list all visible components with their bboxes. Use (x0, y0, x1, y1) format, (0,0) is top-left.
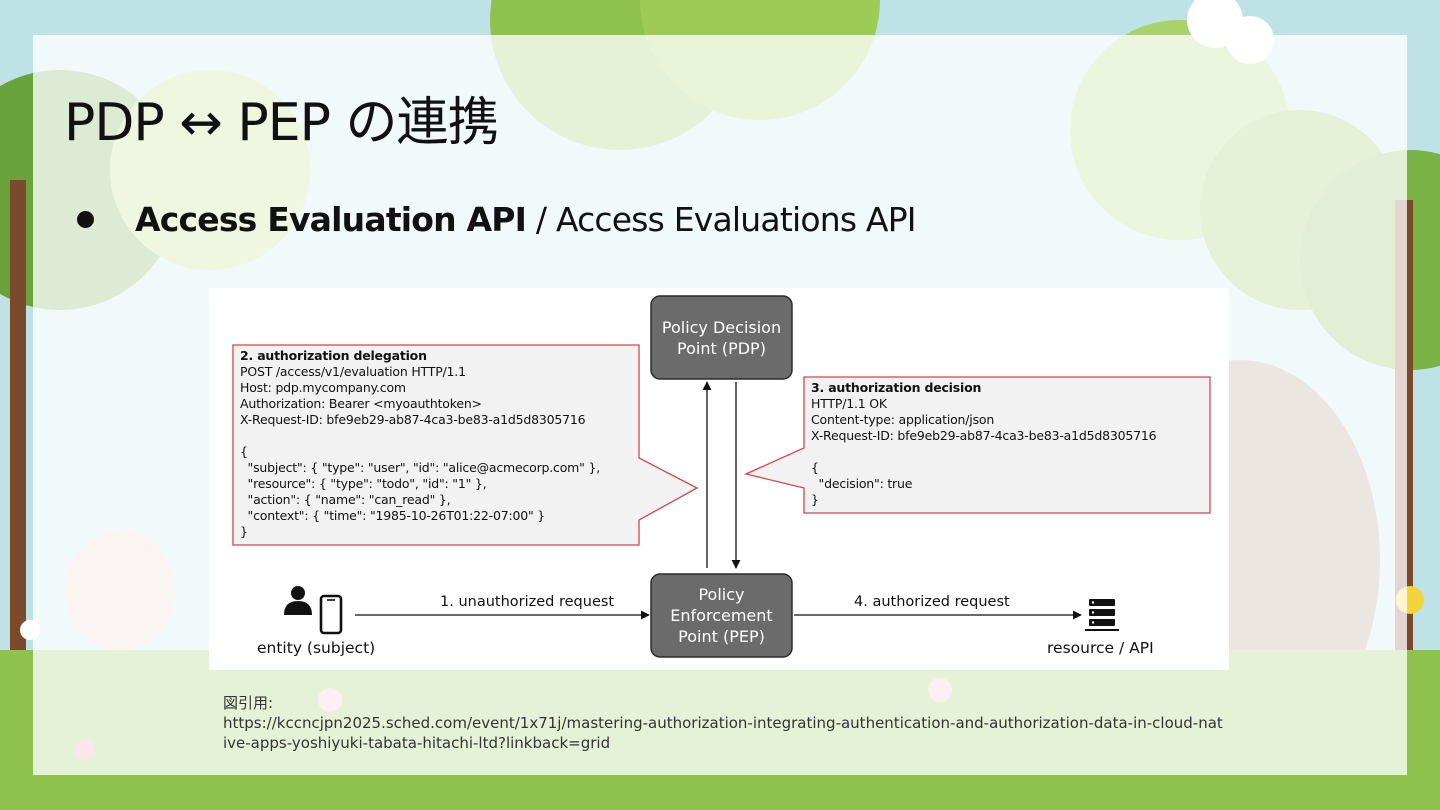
pep-label: Policy Enforcement Point (PEP) (670, 585, 773, 646)
pdp-box (650, 295, 793, 380)
source-prefix: 図引用: (223, 694, 274, 712)
resource-label: resource / API (1047, 639, 1154, 657)
request-callout-heading: 2. authorization delegation (240, 348, 427, 363)
response-callout-shape (743, 376, 1211, 514)
bullet-dot (77, 211, 94, 228)
diagram-graphics (232, 295, 1211, 658)
request-callout-body: POST /access/v1/evaluation HTTP/1.1 Host… (240, 364, 601, 539)
entity-label: entity (subject) (257, 639, 376, 657)
source-citation: 図引用: https://kccncjpn2025.sched.com/even… (223, 693, 1223, 753)
pdp-label: Policy Decision Point (PDP) (661, 317, 782, 358)
response-callout-heading: 3. authorization decision (811, 380, 982, 395)
step4-label: 4. authorized request (854, 594, 1010, 610)
bullet-bold-text: Access Evaluation API (135, 200, 527, 239)
slide-title: PDP ↔ PEP の連携 (64, 93, 499, 153)
bullet-normal-text: / Access Evaluations API (526, 200, 917, 239)
bullet-text: Access Evaluation API / Access Evaluatio… (135, 200, 917, 239)
phone-icon (319, 594, 343, 635)
request-callout-shape (232, 344, 699, 546)
response-callout-body: HTTP/1.1 OK Content-type: application/js… (811, 396, 1157, 507)
server-icon (1085, 599, 1119, 631)
step1-label: 1. unauthorized request (440, 594, 615, 610)
pep-box (650, 573, 793, 658)
source-url[interactable]: https://kccncjpn2025.sched.com/event/1x7… (223, 714, 1223, 752)
person-icon (284, 586, 312, 615)
